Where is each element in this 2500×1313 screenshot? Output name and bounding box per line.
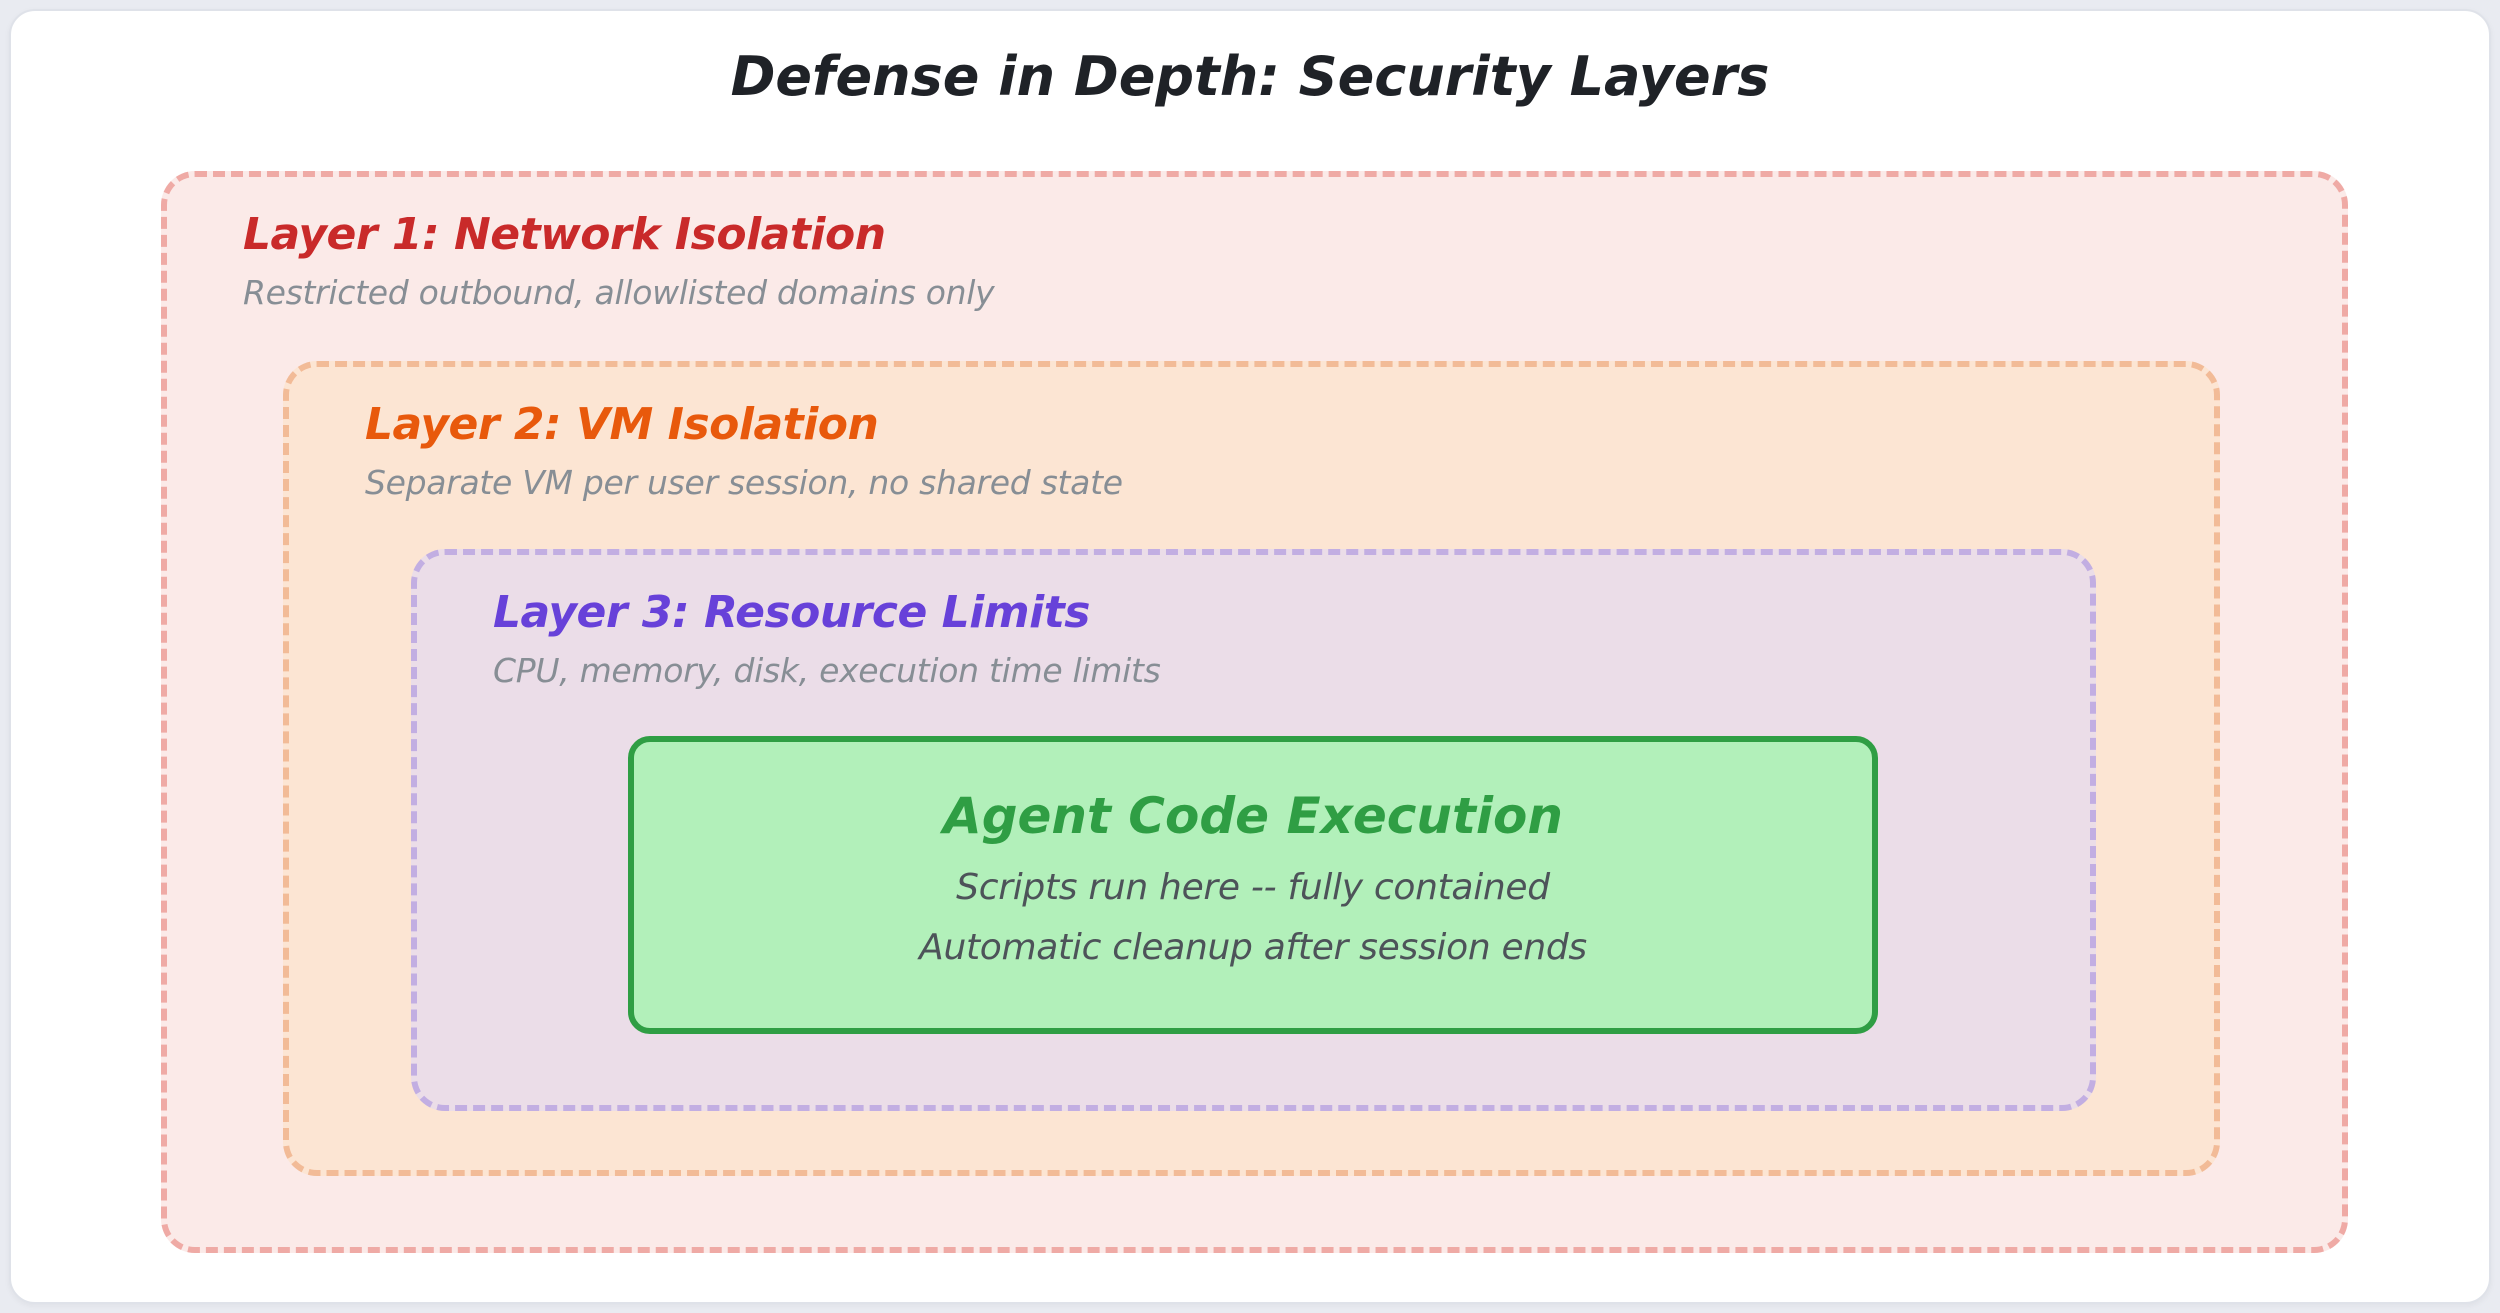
layer-3-box: Layer 3: Resource Limits CPU, memory, di… bbox=[411, 549, 2096, 1111]
layer-1-subtitle: Restricted outbound, allowlisted domains… bbox=[243, 273, 995, 312]
layer-2-heading: Layer 2: VM Isolation bbox=[365, 399, 879, 450]
layer-1-heading: Layer 1: Network Isolation bbox=[243, 209, 886, 260]
layer-3-subtitle: CPU, memory, disk, execution time limits bbox=[493, 651, 1161, 690]
layer-3-heading: Layer 3: Resource Limits bbox=[493, 587, 1090, 638]
layer-2-box: Layer 2: VM Isolation Separate VM per us… bbox=[283, 361, 2220, 1176]
core-line-1: Scripts run here -- fully contained bbox=[956, 866, 1550, 908]
page-title: Defense in Depth: Security Layers bbox=[730, 45, 1770, 108]
diagram-card: Defense in Depth: Security Layers Layer … bbox=[9, 9, 2491, 1304]
core-heading: Agent Code Execution bbox=[943, 787, 1563, 845]
core-execution-box: Agent Code Execution Scripts run here --… bbox=[628, 736, 1878, 1034]
layer-1-box: Layer 1: Network Isolation Restricted ou… bbox=[161, 171, 2348, 1253]
layer-2-subtitle: Separate VM per user session, no shared … bbox=[365, 463, 1123, 502]
core-line-2: Automatic cleanup after session ends bbox=[919, 926, 1587, 968]
